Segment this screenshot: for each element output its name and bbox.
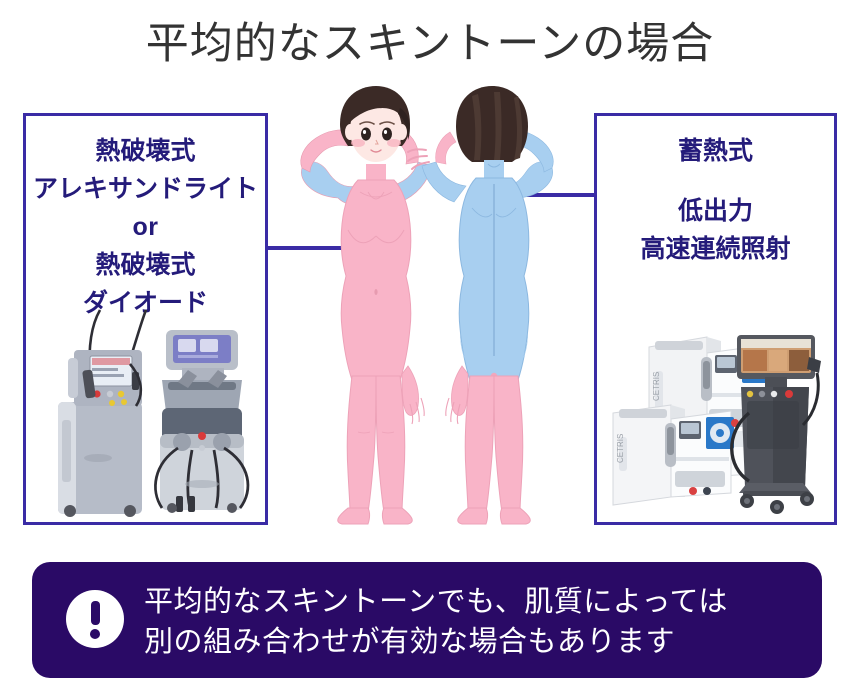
svg-text:CETRIS: CETRIS bbox=[616, 434, 625, 463]
left-panel-line-4: 熱破壊式 bbox=[95, 251, 196, 279]
page-title: 平均的なスキントーンの場合 bbox=[145, 20, 715, 68]
heat-accumulation-panel: 蓄熱式 低出力 高速連続照射 CETRIS bbox=[594, 113, 837, 525]
body-diagram-figures bbox=[290, 80, 570, 525]
female-figure-front-view bbox=[300, 86, 433, 525]
right-panel-device-images: CETRIS bbox=[597, 301, 834, 521]
diode-laser-machine bbox=[154, 330, 250, 513]
exclamation-dot bbox=[90, 629, 100, 639]
left-panel-device-images bbox=[26, 308, 265, 520]
alexandrite-laser-machine bbox=[58, 309, 148, 517]
right-panel-spacer bbox=[597, 170, 834, 192]
right-panel-line-1: 蓄熱式 bbox=[677, 137, 753, 165]
right-panel-line-3: 高速連続照射 bbox=[640, 235, 791, 263]
left-panel-line-3: or bbox=[132, 213, 159, 241]
connector-line-right bbox=[516, 193, 596, 197]
left-panel-line-1: 熱破壊式 bbox=[95, 137, 196, 165]
exclamation-icon bbox=[66, 590, 124, 648]
right-device-illustration: CETRIS bbox=[612, 335, 821, 514]
svg-text:CETRIS: CETRIS bbox=[652, 372, 661, 401]
thermal-destruction-panel-text: 熱破壊式 アレキサンドライト or 熱破壊式 ダイオード bbox=[26, 132, 265, 322]
notice-line-2: 別の組み合わせが有効な場合もあります bbox=[144, 626, 676, 658]
exclamation-bar bbox=[90, 601, 100, 625]
female-figure-back-view bbox=[407, 86, 554, 525]
notice-banner: 平均的なスキントーンでも、肌質によっては 別の組み合わせが有効な場合もあります bbox=[32, 562, 822, 678]
white-laser-machine-front: CETRIS bbox=[612, 404, 739, 506]
left-panel-line-2: アレキサンドライト bbox=[32, 175, 258, 203]
right-panel-line-2: 低出力 bbox=[677, 197, 753, 225]
dark-touchscreen-laser-machine bbox=[730, 335, 821, 514]
thermal-destruction-panel: 熱破壊式 アレキサンドライト or 熱破壊式 ダイオード bbox=[23, 113, 268, 525]
heat-accumulation-panel-text: 蓄熱式 低出力 高速連続照射 bbox=[597, 132, 834, 268]
two-female-figures-illustration bbox=[300, 86, 554, 525]
notice-text: 平均的なスキントーンでも、肌質によっては 別の組み合わせが有効な場合もあります bbox=[144, 582, 804, 662]
connector-line-left bbox=[266, 246, 352, 250]
notice-line-1: 平均的なスキントーンでも、肌質によっては bbox=[144, 586, 728, 618]
left-device-illustration bbox=[58, 309, 250, 517]
